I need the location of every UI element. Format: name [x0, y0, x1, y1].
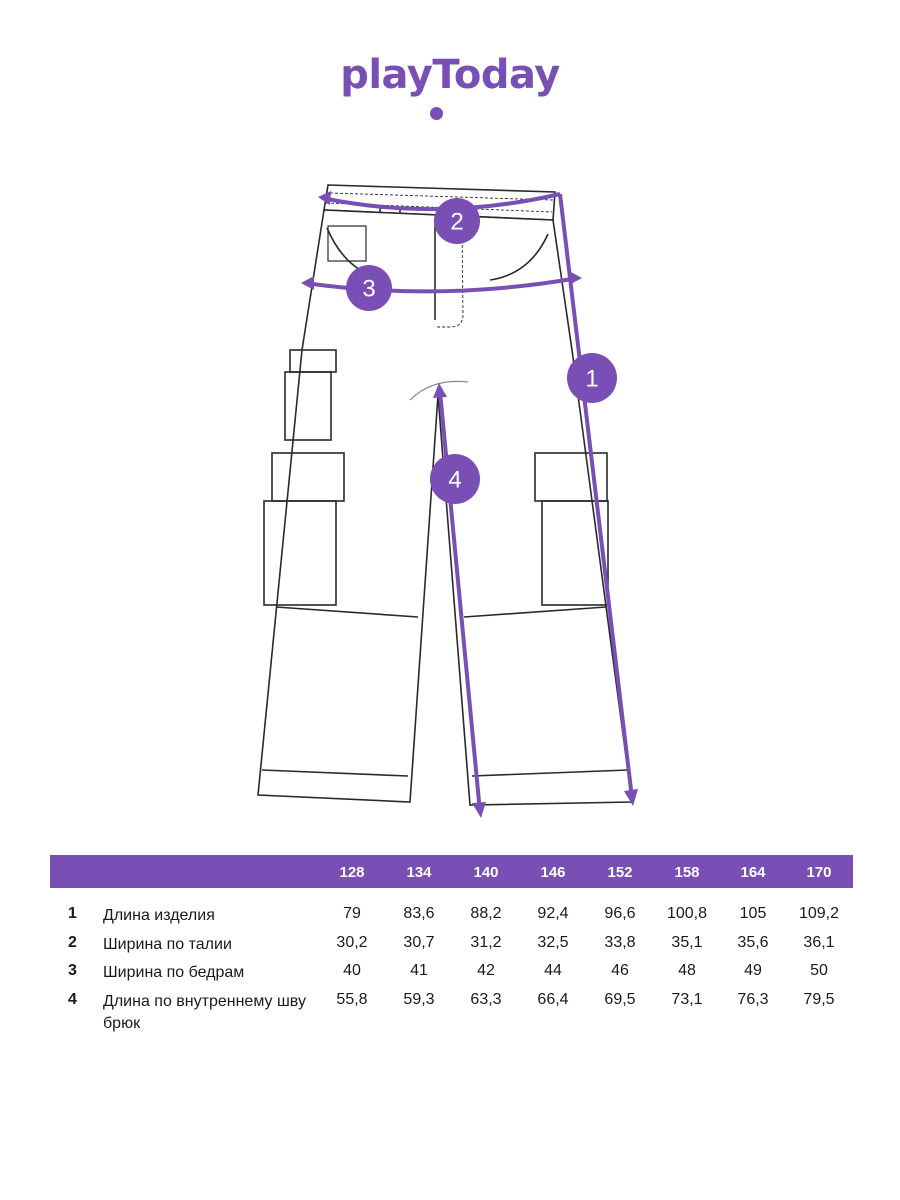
marker-4-label: 4: [448, 467, 461, 494]
marker-4: [430, 454, 480, 504]
marker-3-label: 3: [362, 276, 375, 303]
brand-logo-text: playToday: [340, 52, 560, 98]
table-cell: 44: [544, 962, 562, 979]
table-cell: 100,8: [666, 905, 708, 922]
marker-1: [567, 353, 617, 403]
row-label: Ширина по талии: [103, 936, 232, 953]
table-cell: 69,5: [604, 991, 636, 1008]
table-cell: 31,2: [470, 934, 502, 951]
table-cell: 35,6: [737, 934, 769, 951]
table-cell: 96,6: [604, 905, 636, 922]
table-cell: 36,1: [803, 934, 835, 951]
table-cell: 50: [810, 962, 828, 979]
table-cell: 46: [611, 962, 629, 979]
table-cell: 92,4: [537, 905, 569, 922]
table-cell: 63,3: [470, 991, 502, 1008]
measurement-arrowheads: [301, 191, 638, 818]
size-header-cell: 152: [607, 864, 633, 881]
table-cell: 59,3: [403, 991, 435, 1008]
marker-2-label: 2: [450, 209, 463, 236]
table-cell: 79,5: [803, 991, 835, 1008]
row-number: 2: [68, 934, 77, 951]
size-header-cell: 128: [339, 864, 365, 881]
marker-2: [434, 198, 480, 244]
marker-1-label: 1: [585, 366, 598, 393]
table-cell: 109,2: [798, 905, 840, 922]
table-cell: 32,5: [537, 934, 569, 951]
table-cell: 41: [410, 962, 428, 979]
size-header-cell: 146: [540, 864, 566, 881]
row-number: 3: [68, 962, 77, 979]
table-cell: 73,1: [671, 991, 703, 1008]
table-cell: 55,8: [336, 991, 368, 1008]
table-cell: 105: [739, 905, 767, 922]
table-cell: 40: [343, 962, 361, 979]
brand-logo-dot: [430, 107, 443, 120]
brand-logo: playToday: [0, 52, 900, 98]
size-header-cell: 170: [806, 864, 832, 881]
table-cell: 88,2: [470, 905, 502, 922]
size-header-cell: 164: [740, 864, 766, 881]
table-cell: 83,6: [403, 905, 435, 922]
row-label: Длина по внутреннему шву брюк: [103, 993, 306, 1032]
size-header-cell: 134: [406, 864, 432, 881]
row-number: 1: [68, 905, 77, 922]
pants-technical-drawing: 2 3 1 4: [257, 184, 638, 818]
table-cell: 33,8: [604, 934, 636, 951]
size-table-header: 128 134 140 146 152 158 164 170: [50, 855, 853, 888]
table-cell: 76,3: [737, 991, 769, 1008]
pants-outline: [257, 184, 633, 806]
table-cell: 66,4: [537, 991, 569, 1008]
size-header-cell: 140: [473, 864, 499, 881]
table-cell: 48: [678, 962, 696, 979]
table-cell: 42: [477, 962, 495, 979]
marker-3: [346, 265, 392, 311]
size-header-cell: 158: [674, 864, 700, 881]
table-cell: 49: [744, 962, 762, 979]
row-label: Длина изделия: [103, 907, 215, 924]
row-number: 4: [68, 991, 77, 1008]
table-cell: 30,7: [403, 934, 435, 951]
measurement-markers: 2 3 1 4: [346, 198, 617, 504]
table-cell: 79: [343, 905, 361, 922]
table-cell: 35,1: [671, 934, 703, 951]
row-label: Ширина по бедрам: [103, 964, 245, 981]
table-cell: 30,2: [336, 934, 368, 951]
